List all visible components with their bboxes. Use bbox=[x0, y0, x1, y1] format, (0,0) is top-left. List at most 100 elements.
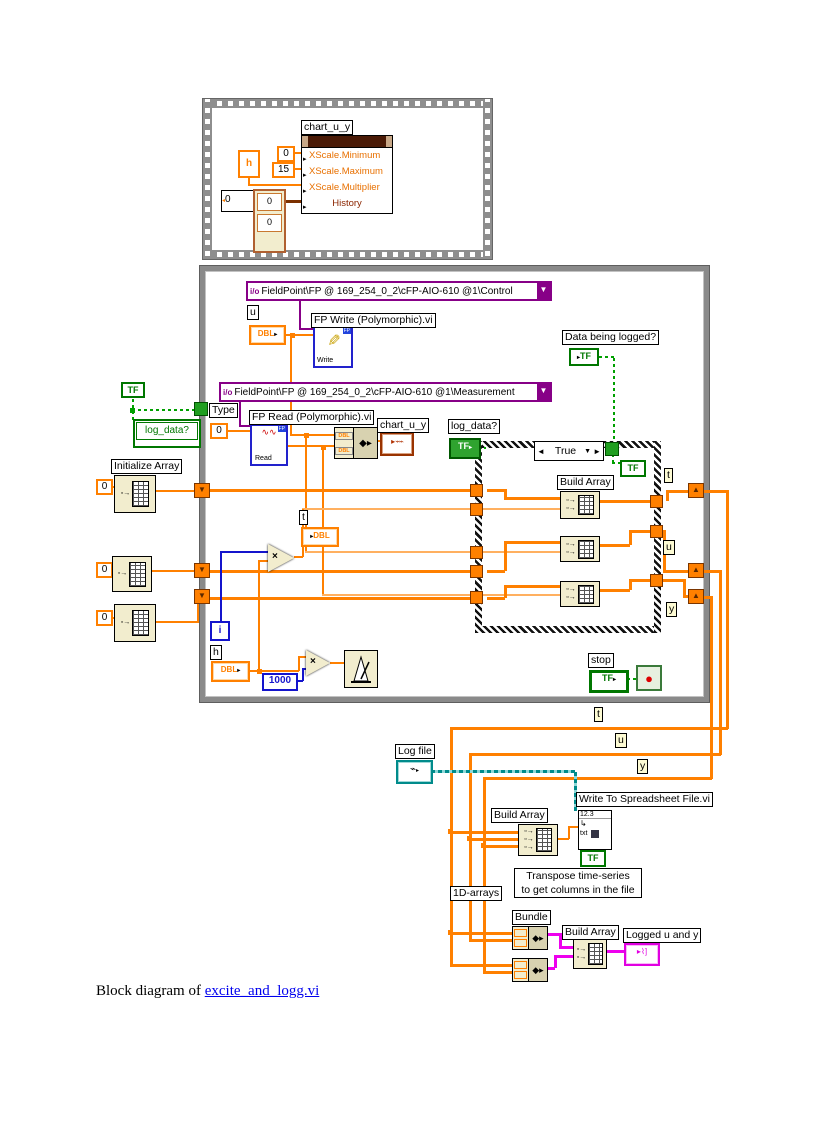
boolean-tunnel[interactable] bbox=[194, 402, 208, 416]
chart-uy-terminal[interactable]: ▸⌁⌁ bbox=[380, 432, 414, 456]
initialize-array-node[interactable]: ▫→ bbox=[114, 604, 156, 642]
bundle-node[interactable]: ◆▸ bbox=[512, 926, 548, 950]
build-array-node[interactable]: ▫→▫→ bbox=[560, 536, 600, 562]
history-index-constant[interactable]: ◂0 bbox=[221, 190, 254, 212]
shift-register[interactable]: ▼ bbox=[194, 483, 210, 498]
xscale-max-constant[interactable]: 15 bbox=[272, 162, 295, 178]
dropdown-icon[interactable]: ▼ bbox=[537, 283, 550, 299]
property-row-xscale-minimum[interactable]: ▸XScale.Minimum bbox=[302, 148, 392, 164]
transpose-true-constant[interactable]: TF bbox=[580, 850, 606, 867]
case-tunnel[interactable] bbox=[470, 503, 483, 516]
case-prev-icon[interactable]: ◄ bbox=[537, 446, 545, 456]
init-array-glyph: ▫→ bbox=[120, 490, 131, 497]
fp-read-vi-icon[interactable]: FP ∿∿ Read bbox=[250, 424, 288, 466]
sequence-border-left bbox=[203, 99, 212, 259]
u-control-terminal[interactable]: DBL▸ bbox=[249, 325, 286, 345]
property-row-history[interactable]: ▸History bbox=[302, 196, 392, 212]
shift-register[interactable]: ▼ bbox=[194, 563, 210, 578]
output-arrow-icon: ▸ bbox=[468, 445, 472, 451]
build-array-node[interactable]: ▫→▫→▫→ bbox=[518, 824, 558, 856]
case-selector-value[interactable]: True bbox=[554, 445, 577, 457]
wire bbox=[450, 727, 453, 967]
history-array-constant[interactable]: 0 0 bbox=[253, 189, 286, 253]
multiply-node[interactable] bbox=[306, 650, 330, 676]
log-file-path-control[interactable]: ⌁▸ bbox=[396, 760, 433, 784]
dropdown-icon[interactable]: ▼ bbox=[537, 384, 550, 400]
multiply-glyph: × bbox=[310, 656, 316, 667]
bundle-node[interactable]: DBL DBL ◆▸ bbox=[334, 427, 378, 459]
fieldpoint-control-refnum[interactable]: i/o FieldPoint\FP @ 169_254_0_2\cFP-AIO-… bbox=[246, 281, 552, 301]
property-row-xscale-maximum[interactable]: ▸XScale.Maximum bbox=[302, 164, 392, 180]
wire bbox=[487, 570, 505, 573]
case-tunnel[interactable] bbox=[650, 525, 663, 538]
case-tunnel[interactable] bbox=[650, 495, 663, 508]
initialize-array-node[interactable]: ▫→ bbox=[114, 475, 156, 513]
type-constant[interactable]: 0 bbox=[210, 423, 228, 439]
wire bbox=[483, 971, 513, 974]
h-variable-node[interactable]: h bbox=[238, 150, 260, 178]
wire-junction bbox=[448, 829, 453, 834]
log-data-local-variable[interactable]: log_data? bbox=[133, 419, 201, 448]
stop-control-terminal[interactable]: TF▸ bbox=[589, 670, 629, 693]
t-indicator-terminal[interactable]: ▸DBL bbox=[301, 527, 339, 547]
property-row-xscale-multiplier[interactable]: ▸XScale.Multiplier bbox=[302, 180, 392, 196]
bundle-input-dbl: DBL bbox=[335, 446, 353, 455]
iteration-terminal[interactable]: i bbox=[210, 621, 230, 641]
log-file-label: Log file bbox=[395, 744, 435, 759]
case-selector[interactable]: ◄ True ▼ ► bbox=[534, 441, 604, 461]
wire bbox=[568, 827, 570, 839]
io-refnum-icon: i/o bbox=[250, 286, 260, 296]
case-tunnel[interactable] bbox=[470, 591, 483, 604]
init-array-constant[interactable]: 0 bbox=[96, 479, 113, 495]
init-array-constant[interactable]: 0 bbox=[96, 610, 113, 626]
build-array-node[interactable]: ▫→▫→ bbox=[560, 581, 600, 607]
wait-ms-node[interactable] bbox=[344, 650, 378, 688]
input-arrow-icon: ▸ bbox=[576, 355, 580, 361]
bundle-node[interactable]: ◆▸ bbox=[512, 958, 548, 982]
wire bbox=[258, 670, 299, 672]
array-element[interactable]: 0 bbox=[257, 214, 282, 232]
case-dropdown-icon[interactable]: ▼ bbox=[584, 447, 592, 455]
shift-register[interactable]: ▲ bbox=[688, 483, 704, 498]
array-element[interactable]: 0 bbox=[257, 193, 282, 211]
wire bbox=[629, 580, 632, 590]
h-control-terminal[interactable]: DBL▸ bbox=[211, 661, 250, 682]
xscale-min-constant[interactable]: 0 bbox=[277, 146, 295, 162]
wire bbox=[702, 490, 727, 493]
h-terminal-label: h bbox=[210, 645, 222, 660]
loop-condition-terminal[interactable]: ● bbox=[636, 665, 662, 691]
array-grid-icon bbox=[577, 539, 594, 559]
caption-link[interactable]: excite_and_logg.vi bbox=[204, 983, 320, 999]
wire bbox=[683, 595, 690, 598]
case-tunnel[interactable] bbox=[470, 546, 483, 559]
write-to-spreadsheet-icon[interactable]: 12.3 ↳ txt bbox=[578, 810, 612, 850]
chart-property-node[interactable]: ▸XScale.Minimum ▸XScale.Maximum ▸XScale.… bbox=[301, 135, 393, 214]
boolean-true-constant[interactable]: TF bbox=[620, 460, 646, 477]
build-array-node[interactable]: ▫→▫→ bbox=[573, 939, 607, 969]
data-being-logged-indicator[interactable]: ▸TF bbox=[569, 348, 599, 366]
milliseconds-constant[interactable]: 1000 bbox=[262, 673, 298, 691]
case-tunnel[interactable] bbox=[470, 565, 483, 578]
case-tunnel[interactable] bbox=[470, 484, 483, 497]
wire bbox=[299, 299, 301, 330]
shift-register[interactable]: ▲ bbox=[688, 563, 704, 578]
fieldpoint-measurement-refnum[interactable]: i/o FieldPoint\FP @ 169_254_0_2\cFP-AIO-… bbox=[219, 382, 552, 402]
wire bbox=[450, 932, 513, 935]
wire-label-t: t bbox=[594, 707, 603, 722]
fp-write-vi-icon[interactable]: FP ✎ Write bbox=[313, 326, 353, 368]
spinner-icon[interactable]: ◂ bbox=[222, 198, 226, 204]
build-array-node[interactable]: ▫→▫→ bbox=[560, 491, 600, 519]
wire bbox=[290, 434, 335, 436]
logged-uy-indicator[interactable]: ▸⌇] bbox=[624, 943, 660, 966]
array-grid-icon bbox=[588, 943, 604, 965]
boolean-tunnel[interactable] bbox=[605, 442, 619, 456]
log-data-control-terminal[interactable]: TF▸ bbox=[449, 438, 481, 459]
case-tunnel[interactable] bbox=[650, 574, 663, 587]
case-next-icon[interactable]: ► bbox=[593, 446, 601, 456]
boolean-false-constant[interactable]: TF bbox=[121, 382, 145, 398]
shift-register[interactable]: ▲ bbox=[688, 589, 704, 604]
multiply-node[interactable] bbox=[268, 544, 294, 572]
shift-register[interactable]: ▼ bbox=[194, 589, 210, 604]
init-array-constant[interactable]: 0 bbox=[96, 562, 113, 578]
initialize-array-node[interactable]: ▫→ bbox=[112, 556, 152, 592]
